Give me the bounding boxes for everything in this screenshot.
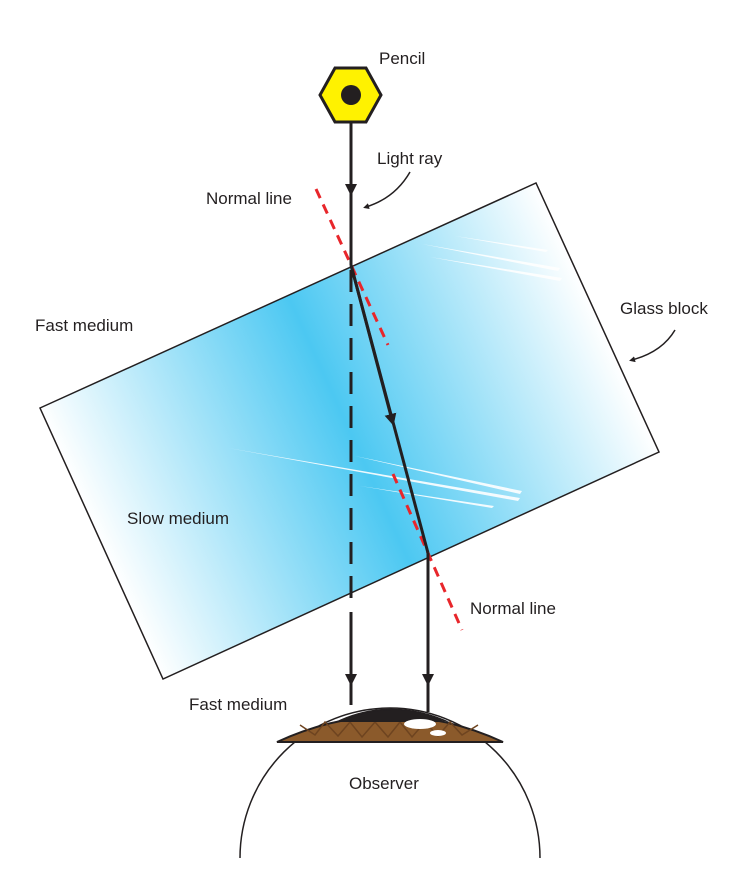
glass-block <box>39 182 660 680</box>
label-glass-block: Glass block <box>620 299 708 318</box>
label-light-ray: Light ray <box>377 149 443 168</box>
label-normal-line-top: Normal line <box>206 189 292 208</box>
pencil-icon <box>318 66 383 124</box>
observer-eye <box>239 707 541 859</box>
label-slow-medium: Slow medium <box>127 509 229 528</box>
glass-block-pointer-arrow <box>629 329 676 363</box>
label-fast-medium-bottom: Fast medium <box>189 695 287 714</box>
label-normal-line-bottom: Normal line <box>470 599 556 618</box>
label-pencil: Pencil <box>379 49 425 68</box>
label-fast-medium-top: Fast medium <box>35 316 133 335</box>
ray-arrow <box>349 264 397 426</box>
label-observer: Observer <box>349 774 419 793</box>
light-ray-pointer-arrow <box>363 171 411 209</box>
glass-reflections <box>228 236 562 508</box>
